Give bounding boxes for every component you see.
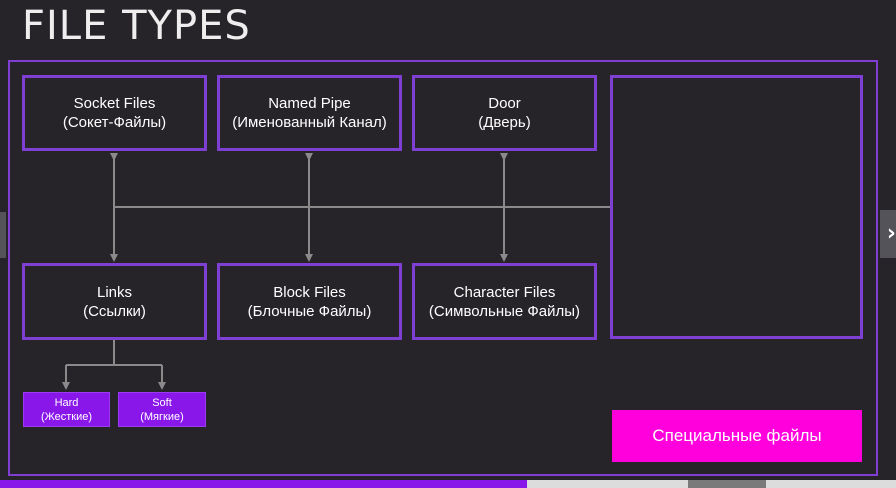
hard-label: Hard <box>54 396 79 409</box>
soft-sublabel: (Мягкие) <box>140 410 184 423</box>
legend-label: Специальные файлы <box>652 426 822 445</box>
block-files-sublabel: (Блочные Файлы) <box>247 302 372 320</box>
character-files-sublabel: (Символьные Файлы) <box>428 302 581 320</box>
next-slide-button[interactable]: › <box>880 210 896 258</box>
door-label: Door <box>488 95 521 112</box>
prev-slide-button[interactable] <box>0 212 6 258</box>
progress-buffer <box>688 480 766 488</box>
block-files-label: Block Files <box>273 283 346 301</box>
door-sublabel: (Дверь) <box>478 114 531 131</box>
character-files-box: Character Files (Символьные Файлы) <box>412 263 597 340</box>
soft-links-box: Soft (Мягкие) <box>118 392 206 427</box>
named-pipe-sublabel: (Именованный Канал) <box>232 114 387 131</box>
progress-fill <box>0 480 527 488</box>
named-pipe-box: Named Pipe (Именованный Канал) <box>217 75 402 151</box>
block-files-box: Block Files (Блочные Файлы) <box>217 263 402 340</box>
diagram-frame <box>8 60 878 476</box>
special-files-legend: Специальные файлы <box>612 410 862 462</box>
empty-box <box>610 75 863 339</box>
soft-label: Soft <box>152 396 172 409</box>
character-files-label: Character Files <box>453 283 556 301</box>
named-pipe-label: Named Pipe <box>268 95 351 112</box>
socket-files-box: Socket Files (Сокет-Файлы) <box>22 75 207 151</box>
chevron-right-icon: › <box>886 221 896 246</box>
socket-files-label: Socket Files <box>73 95 156 112</box>
hard-links-box: Hard (Жесткие) <box>23 392 110 427</box>
links-label: Links <box>96 283 133 301</box>
socket-files-sublabel: (Сокет-Файлы) <box>62 114 167 131</box>
hard-sublabel: (Жесткие) <box>40 410 93 423</box>
progress-bar[interactable] <box>0 480 896 488</box>
door-box: Door (Дверь) <box>412 75 597 151</box>
links-box: Links (Ссылки) <box>22 263 207 340</box>
links-sublabel: (Ссылки) <box>83 302 146 320</box>
page-title: FILE TYPES <box>22 3 251 49</box>
